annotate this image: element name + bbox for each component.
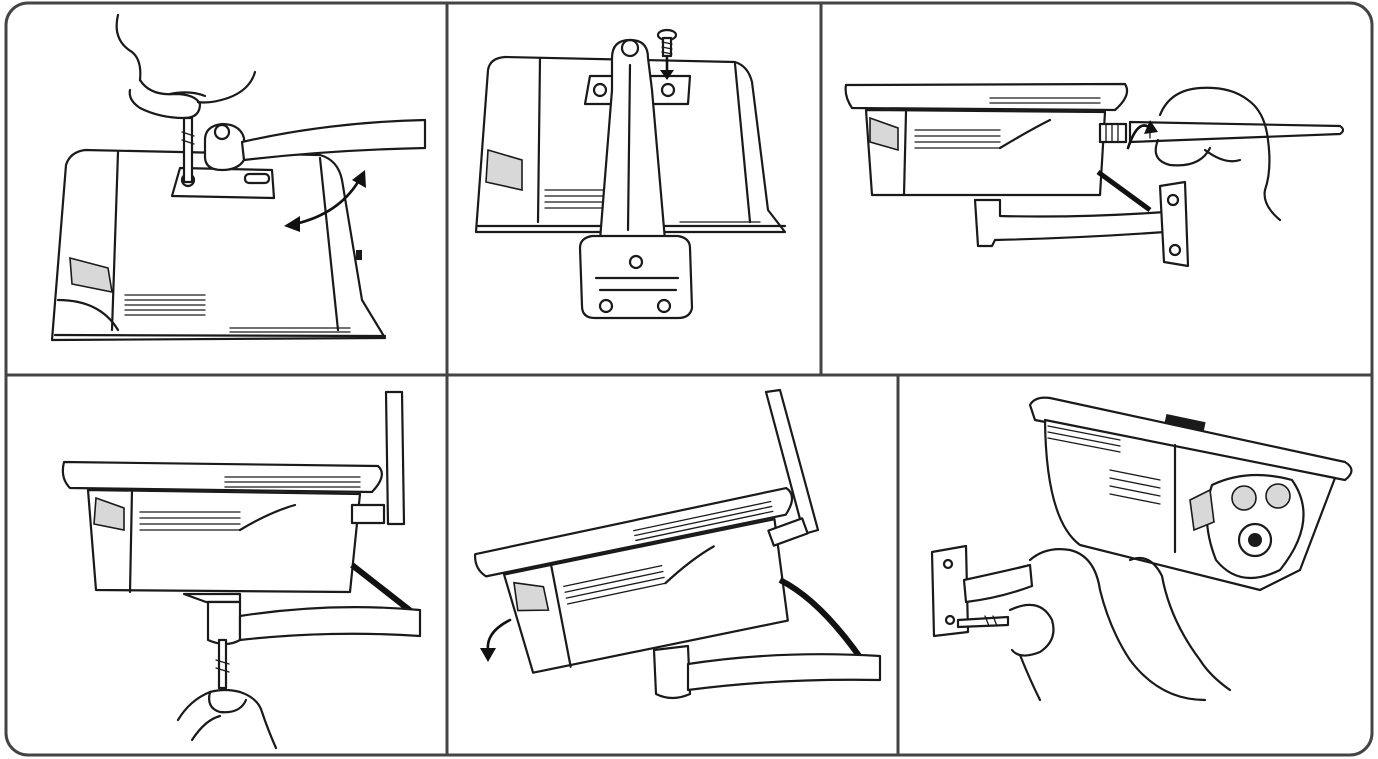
camera-body-side — [844, 82, 1129, 197]
panel-1 — [50, 13, 427, 342]
bracket-arm — [182, 592, 422, 646]
wall-base — [578, 234, 694, 320]
screwdriver — [215, 638, 230, 690]
vent-grille — [139, 476, 361, 531]
panel-3 — [844, 82, 1345, 268]
hands — [1008, 548, 1232, 702]
lens-array — [1205, 473, 1305, 580]
antenna — [764, 388, 820, 547]
vent-grille — [1047, 425, 1161, 505]
bracket-arm — [203, 118, 427, 172]
bracket-arm — [652, 644, 882, 700]
panel-6 — [930, 396, 1353, 702]
bracket-arm-vertical — [598, 38, 667, 242]
screwdriver — [956, 615, 1010, 629]
mounting-plate — [170, 166, 276, 200]
vent-grille — [544, 189, 761, 223]
antenna-connector — [1098, 122, 1128, 144]
camera-body-perspective — [1028, 396, 1353, 592]
panel-2 — [474, 28, 787, 320]
twist-arrow — [1126, 120, 1158, 150]
tilt-arrow — [480, 618, 512, 662]
cable — [1096, 169, 1152, 213]
rotate-arrow — [284, 170, 366, 232]
panel-5 — [474, 388, 882, 700]
vent-grille — [914, 97, 1101, 149]
screwdriver — [181, 116, 195, 184]
antenna — [1128, 120, 1345, 144]
hand — [115, 13, 257, 120]
screw — [656, 28, 678, 58]
cable — [350, 562, 414, 615]
wall-bracket — [930, 544, 1034, 638]
camera-body-top-view — [50, 148, 387, 342]
panel-4 — [61, 390, 422, 750]
wall-bracket — [973, 180, 1190, 268]
hand — [176, 688, 278, 750]
antenna — [350, 390, 406, 526]
camera-body-tilted — [474, 486, 794, 674]
hand — [1154, 86, 1282, 222]
vent-grille — [124, 294, 351, 333]
camera-body-side — [61, 460, 383, 594]
diagram-border — [4, 1, 1374, 757]
cable — [778, 577, 865, 662]
down-arrow — [660, 56, 674, 80]
vent-grille — [563, 500, 774, 605]
